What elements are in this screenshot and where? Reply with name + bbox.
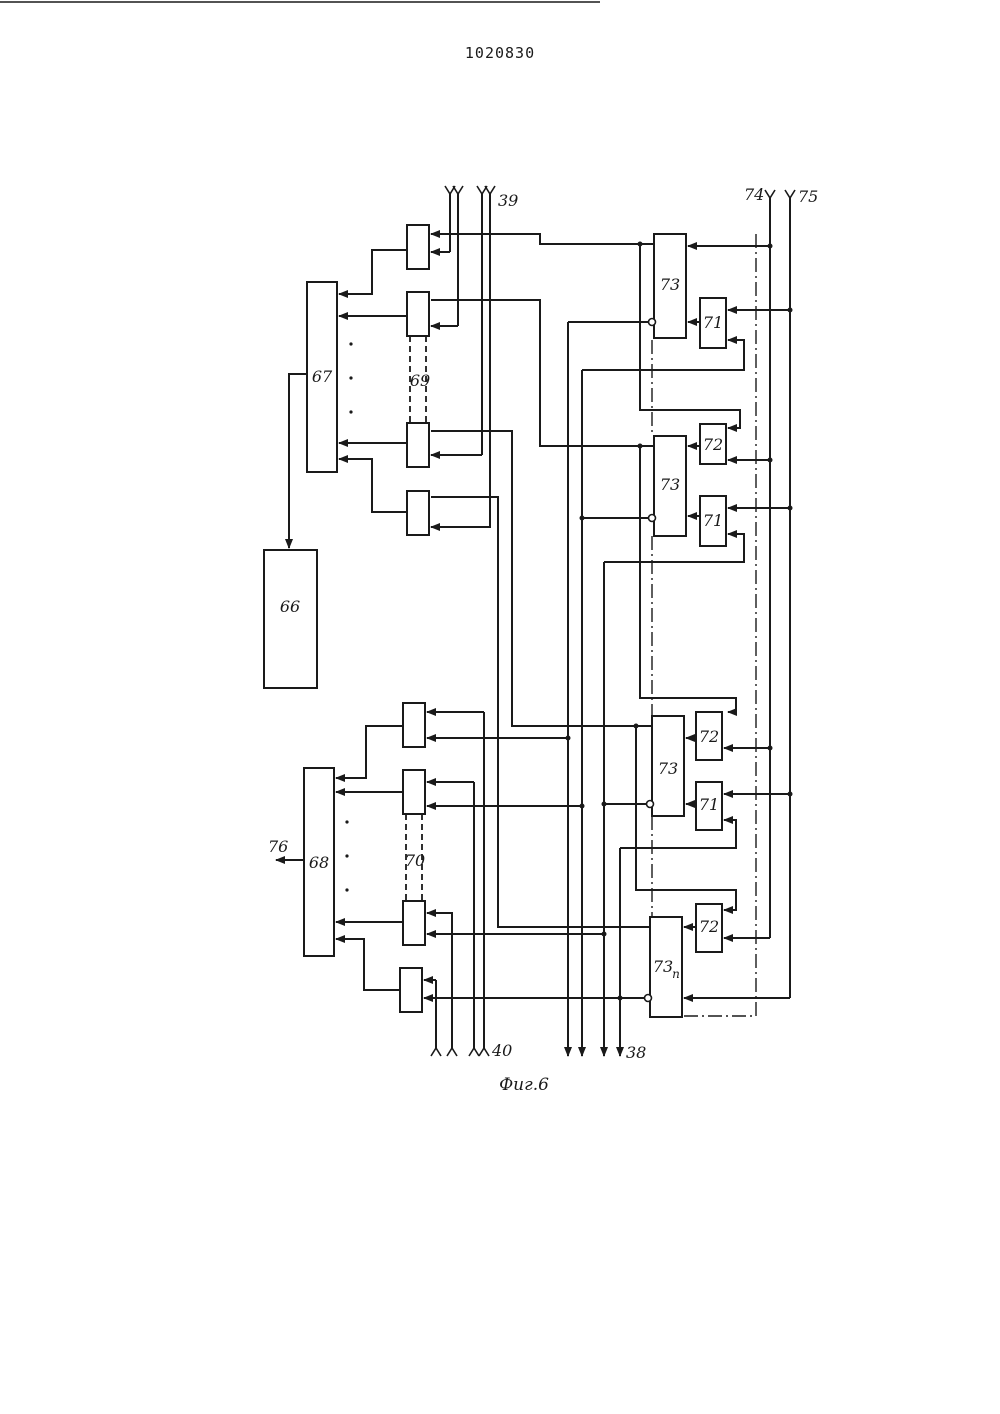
inv-73-2 (649, 515, 656, 522)
label-73-2: 73 (660, 475, 680, 494)
block-66 (264, 550, 317, 688)
label-73-1: 73 (660, 275, 680, 294)
terminal-38: 38 (626, 1043, 646, 1062)
ellipsis-68c (345, 888, 348, 891)
label-73-n: 73 (653, 957, 673, 976)
wire-69d-67 (339, 459, 407, 512)
label-71-2: 71 (703, 511, 723, 530)
element-70-2 (403, 770, 425, 814)
node-74-c (768, 458, 773, 463)
element-69-1 (407, 225, 429, 269)
node-out-3 (602, 802, 607, 807)
element-69-2 (407, 292, 429, 336)
label-73-3: 73 (658, 759, 678, 778)
terminal-76: 76 (268, 837, 288, 856)
wire-69a-67 (339, 250, 407, 294)
fork-39-2 (453, 186, 463, 194)
inv-73-3 (647, 801, 654, 808)
fork-75 (785, 190, 795, 198)
element-69-4 (407, 491, 429, 535)
ellipsis-68b (345, 854, 348, 857)
element-70-4 (400, 968, 422, 1012)
label-73-n-sub: n (672, 967, 680, 981)
terminal-40: 40 (491, 1041, 512, 1060)
fork-74 (765, 190, 775, 198)
label-72-n: 72 (699, 917, 719, 936)
fork-39-4 (485, 186, 495, 194)
label-69: 69 (410, 371, 430, 390)
label-66: 66 (280, 597, 300, 616)
label-70: 70 (405, 851, 425, 870)
ellipsis-67c (349, 410, 352, 413)
inv-73-1 (649, 319, 656, 326)
label-72-2: 72 (703, 435, 723, 454)
element-69-3 (407, 423, 429, 467)
ctrl-69c (431, 431, 654, 726)
label-68: 68 (309, 853, 329, 872)
ellipsis-67a (349, 342, 352, 345)
terminal-74: 74 (744, 185, 764, 204)
node-38-2 (580, 804, 585, 809)
fork-40-4 (479, 1048, 489, 1056)
node-out-2 (580, 516, 585, 521)
terminal-39: 39 (498, 191, 518, 210)
label-72-3: 72 (699, 727, 719, 746)
label-67: 67 (312, 367, 333, 386)
element-70-3 (403, 901, 425, 945)
inv-73-n (645, 995, 652, 1002)
node-out-n (618, 996, 623, 1001)
wire-67-66 (289, 374, 307, 548)
node-38-3 (602, 932, 607, 937)
figure-caption: Фиг.6 (499, 1075, 549, 1095)
clock-line (684, 234, 756, 1016)
label-71-1: 71 (703, 313, 723, 332)
wire-70a-68 (336, 726, 403, 778)
node-38-1 (566, 736, 571, 741)
ellipsis-68a (345, 820, 348, 823)
label-71-3: 71 (699, 795, 719, 814)
fork-40-2 (447, 1048, 457, 1056)
wire-39-69d (431, 505, 490, 527)
wire-40-70c (427, 913, 452, 920)
wire-70d-68 (336, 939, 400, 990)
ellipsis-67b (349, 376, 352, 379)
fork-40-1 (431, 1048, 441, 1056)
terminal-75: 75 (798, 187, 818, 206)
ctrl-69a (431, 234, 654, 244)
fork-40-3 (469, 1048, 479, 1056)
element-70-1 (403, 703, 425, 747)
